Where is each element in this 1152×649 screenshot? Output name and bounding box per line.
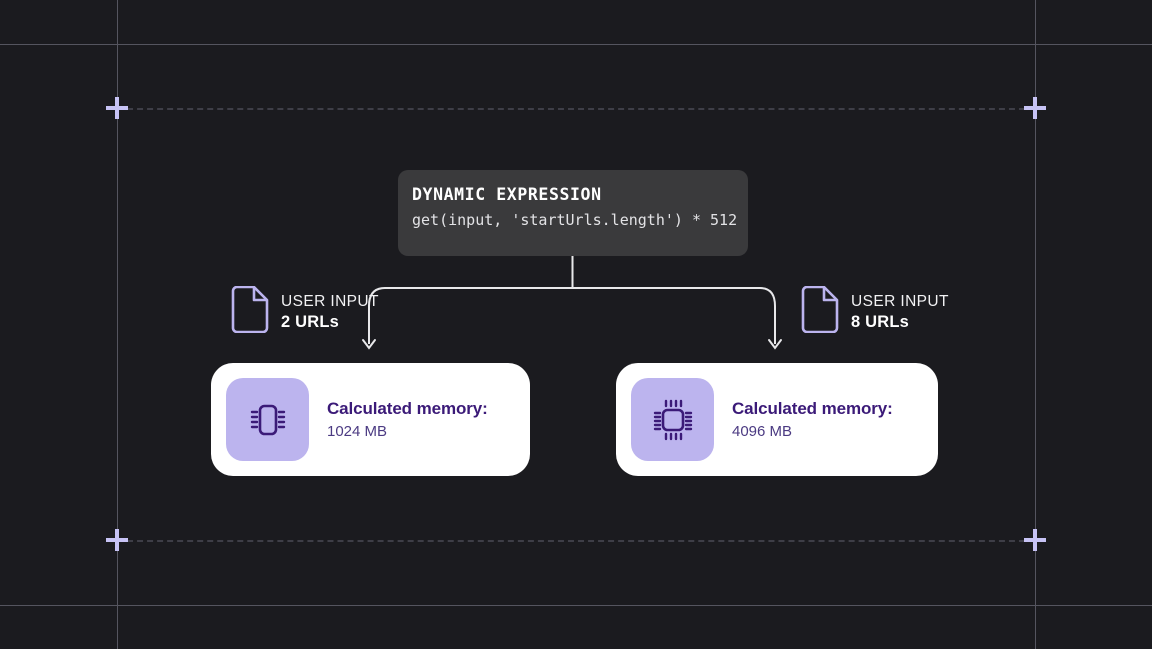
calculated-memory-right-text: Calculated memory: 4096 MB (732, 398, 893, 440)
grid-line-horizontal-top (0, 44, 1152, 45)
calculated-memory-right-title: Calculated memory: (732, 398, 893, 418)
cpu-chip-icon (631, 378, 714, 461)
document-icon (800, 285, 839, 338)
calculated-memory-card-right[interactable]: Calculated memory: 4096 MB (616, 363, 938, 476)
crosshair-marker-bottom-right (1024, 529, 1046, 551)
dynamic-expression-code: get(input, 'startUrls.length') * 512 (412, 211, 738, 229)
user-input-left-value: 2 URLs (281, 312, 340, 331)
crosshair-marker-bottom-left (106, 529, 128, 551)
arrowhead-right-icon (768, 339, 782, 350)
guide-line-dashed-bottom (117, 540, 1035, 542)
user-input-right: USER INPUT 8 URLs (800, 285, 949, 338)
grid-line-horizontal-bottom (0, 605, 1152, 606)
calculated-memory-card-left[interactable]: Calculated memory: 1024 MB (211, 363, 530, 476)
dynamic-expression-box[interactable]: DYNAMIC EXPRESSION get(input, 'startUrls… (398, 170, 748, 256)
user-input-left-text: USER INPUT 2 URLs (281, 293, 379, 331)
user-input-right-text: USER INPUT 8 URLs (851, 293, 949, 331)
calculated-memory-left-title: Calculated memory: (327, 398, 488, 418)
dynamic-expression-label: DYNAMIC EXPRESSION (412, 185, 602, 204)
calculated-memory-left-value: 1024 MB (327, 422, 388, 440)
calculated-memory-left-text: Calculated memory: 1024 MB (327, 398, 488, 440)
user-input-left-kicker: USER INPUT (281, 292, 379, 310)
user-input-left: USER INPUT 2 URLs (230, 285, 379, 338)
grid-line-vertical-right (1035, 0, 1036, 649)
guide-line-dashed-top (117, 108, 1035, 110)
arrowhead-left-icon (362, 339, 376, 350)
grid-line-vertical-left (117, 0, 118, 649)
user-input-right-kicker: USER INPUT (851, 292, 949, 310)
connector-branch-right (759, 287, 776, 344)
crosshair-marker-top-right (1024, 97, 1046, 119)
document-icon (230, 285, 269, 338)
crosshair-marker-top-left (106, 97, 128, 119)
cpu-chip-icon (226, 378, 309, 461)
calculated-memory-right-value: 4096 MB (732, 422, 793, 440)
user-input-right-value: 8 URLs (851, 312, 910, 331)
